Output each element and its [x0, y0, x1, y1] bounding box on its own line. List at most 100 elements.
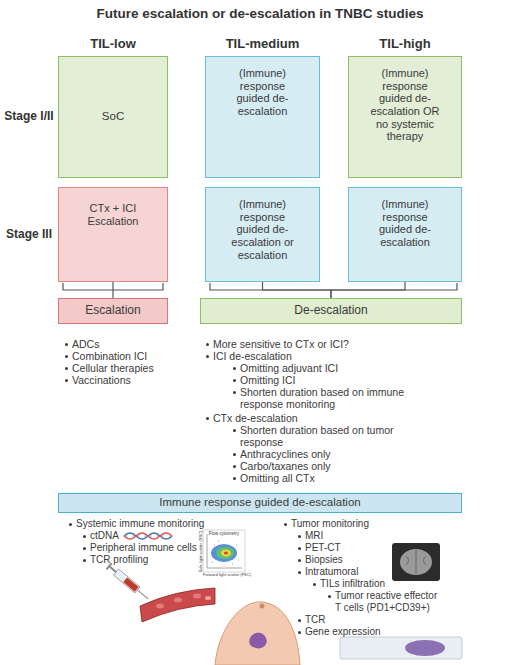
plot-density	[221, 550, 231, 557]
tumor	[249, 633, 266, 649]
bullet-point	[206, 417, 209, 420]
bullet-point	[206, 343, 209, 346]
list-item: Tumor reactive effector T cells (PD1+CD3…	[335, 590, 443, 614]
bullet-point	[313, 583, 316, 586]
plot-title: Flow cytometry	[203, 531, 245, 536]
row-header: Stage I/II	[0, 110, 58, 122]
list-item: Intratumoral	[305, 566, 405, 578]
bullet-point	[298, 631, 301, 634]
row-header: Stage III	[0, 228, 58, 240]
list-item: Vaccinations	[72, 374, 167, 386]
treatment-box: (Immune) response guided de-escalation	[348, 187, 462, 282]
syringe	[106, 563, 151, 603]
dna-strand	[124, 533, 172, 539]
monitoring-band: Immune response guided de-escalation	[58, 493, 462, 513]
bullet-point	[233, 465, 236, 468]
blood-vessel	[140, 588, 215, 622]
list-item: Gene expression	[305, 626, 425, 638]
node-text: CTx + ICI Escalation	[78, 202, 148, 227]
strategy-box: De-escalation	[200, 298, 462, 324]
list-item: Peripheral immune cells	[90, 542, 202, 554]
list-item: Omitting adjuvant ICI	[240, 362, 435, 374]
list-item: ctDNA	[90, 530, 122, 542]
bullet-point	[83, 535, 86, 538]
plot-density	[216, 547, 234, 559]
bullet-point	[83, 547, 86, 550]
dna-strand	[124, 533, 172, 539]
list-item: TILs infiltration	[320, 578, 450, 590]
list-item: TCR	[305, 614, 405, 626]
bullet-point	[298, 547, 301, 550]
plot-axes	[207, 534, 242, 568]
brain-folds	[406, 550, 426, 574]
syringe-blood	[123, 577, 138, 591]
bullet-point	[65, 343, 68, 346]
syringe-needle	[137, 590, 148, 599]
list-item: Shorten duration based on immune respons…	[240, 386, 435, 410]
node-text: (Immune) response guided de-escalation o…	[225, 198, 300, 261]
column-header: TIL-low	[58, 38, 168, 50]
vessel-tube	[140, 588, 215, 622]
bullet-point	[233, 477, 236, 480]
treatment-box: (Immune) response guided de-escalation O…	[348, 56, 462, 178]
flow-plot	[203, 530, 245, 572]
blood-cell	[156, 604, 164, 609]
tissue-section	[405, 640, 445, 656]
blood-cell	[193, 594, 201, 599]
list-item: PET-CT	[305, 542, 405, 554]
dna-rungs	[127, 533, 163, 539]
list-item: Combination ICI	[72, 350, 167, 362]
bullet-point	[65, 367, 68, 370]
blood-cell	[205, 596, 211, 600]
tissue-slide	[340, 637, 462, 659]
bullet-point	[298, 571, 301, 574]
column-header: TIL-high	[348, 38, 462, 50]
plot-density	[224, 551, 228, 554]
bullet-point	[298, 535, 301, 538]
list-item: Systemic immune monitoring	[76, 518, 256, 530]
bullet-point	[328, 595, 331, 598]
list-item: MRI	[305, 530, 405, 542]
bullet-point	[65, 379, 68, 382]
list-item: TCR profiling	[90, 554, 190, 566]
list-item: Biopsies	[305, 554, 405, 566]
connector-line	[112, 282, 113, 298]
blood-cell	[174, 598, 182, 603]
bracket	[210, 283, 457, 290]
scan-frame	[392, 543, 440, 581]
plot-density	[211, 544, 237, 562]
connector-line	[263, 282, 332, 298]
nipple	[260, 604, 265, 609]
treatment-box: SoC	[58, 56, 168, 178]
brain-scan	[400, 549, 432, 575]
bullet-point	[233, 379, 236, 382]
node-text: (Immune) response guided de-escalation	[368, 198, 442, 249]
strategy-box: Escalation	[58, 298, 168, 324]
bullet-point	[284, 523, 287, 526]
bullet-point	[83, 559, 86, 562]
list-item: Omitting ICI	[240, 374, 435, 386]
node-text: (Immune) response guided de-escalation O…	[368, 67, 442, 143]
node-text: (Immune) response guided de-escalation	[225, 67, 300, 118]
treatment-box: (Immune) response guided de-escalation	[205, 56, 320, 178]
bullet-point	[206, 355, 209, 358]
diagram-title: Future escalation or de-escalation in TN…	[0, 6, 520, 21]
treatment-box: CTx + ICI Escalation	[58, 187, 168, 282]
glass-slide	[340, 637, 462, 659]
breast-shape	[215, 602, 300, 665]
plot-frame	[203, 530, 245, 572]
node-text: Escalation	[85, 304, 140, 318]
bullet-point	[298, 559, 301, 562]
axis-label: Forward light scatter (FSC)	[203, 573, 245, 578]
list-item: Shorten duration based on tumor response	[240, 424, 435, 448]
bullet-point	[233, 453, 236, 456]
bullet-point	[298, 619, 301, 622]
list-item: Cellular therapies	[72, 362, 167, 374]
bullet-point	[233, 391, 236, 394]
breast-illustration	[215, 602, 300, 665]
list-item: ADCs	[72, 338, 167, 350]
axis-label: Side light scatter (SSC)	[199, 528, 204, 574]
plot-dots	[212, 541, 239, 564]
list-item: Anthracyclines only	[240, 448, 435, 460]
